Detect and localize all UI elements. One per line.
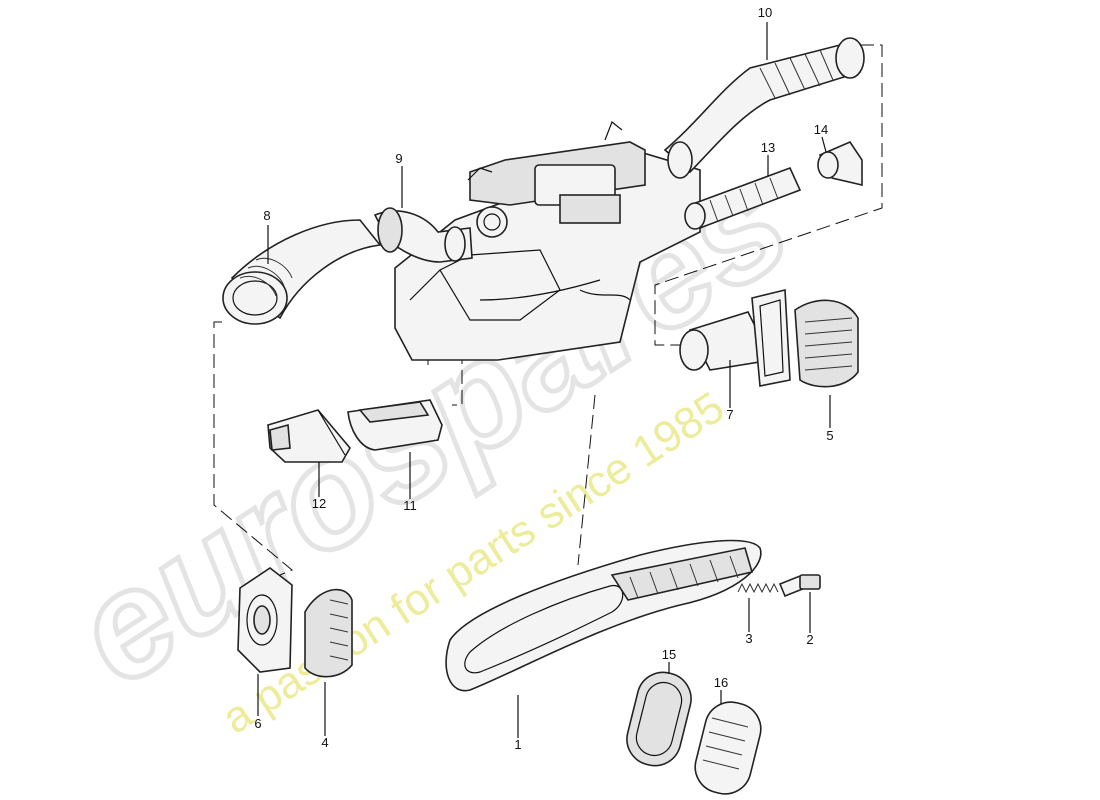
part-10-flex-duct-right xyxy=(663,37,865,179)
callout-14: 14 xyxy=(814,122,828,137)
leader-lines xyxy=(257,22,831,738)
part-6-vent-housing xyxy=(237,567,293,673)
part-13-corrugated-hose xyxy=(684,166,802,230)
callout-4: 4 xyxy=(321,735,328,750)
callout-16: 16 xyxy=(714,675,728,690)
callout-numbers: 1 2 3 4 5 6 7 8 9 10 11 12 13 14 15 16 xyxy=(254,5,833,752)
callout-1: 1 xyxy=(514,737,521,752)
part-16-grille xyxy=(694,701,762,795)
part-11-vent-duct xyxy=(347,399,443,451)
part-12-vent-duct xyxy=(267,409,351,463)
distributor-housing xyxy=(394,121,701,361)
callout-9: 9 xyxy=(395,151,402,166)
part-1-centre-vent-panel xyxy=(445,539,762,692)
callout-11: 11 xyxy=(403,498,417,513)
callout-15: 15 xyxy=(662,647,676,662)
part-5-side-vent-outlet xyxy=(794,299,859,388)
part-7-side-vent-duct xyxy=(679,288,791,387)
part-8-flex-duct-left xyxy=(222,219,382,325)
part-15-grille xyxy=(626,671,692,767)
callout-5: 5 xyxy=(826,428,833,443)
callout-3: 3 xyxy=(745,631,752,646)
part-3-spring xyxy=(737,582,779,594)
callout-13: 13 xyxy=(761,140,775,155)
part-4-vent-outlet xyxy=(304,588,353,678)
callout-6: 6 xyxy=(254,716,261,731)
part-2-knob xyxy=(778,574,821,598)
part-9-duct-connector xyxy=(373,207,473,263)
callout-2: 2 xyxy=(806,632,813,647)
callout-10: 10 xyxy=(758,5,772,20)
callout-8: 8 xyxy=(263,208,270,223)
callout-7: 7 xyxy=(726,407,733,422)
callout-12: 12 xyxy=(312,496,326,511)
part-14-nozzle xyxy=(817,141,863,187)
